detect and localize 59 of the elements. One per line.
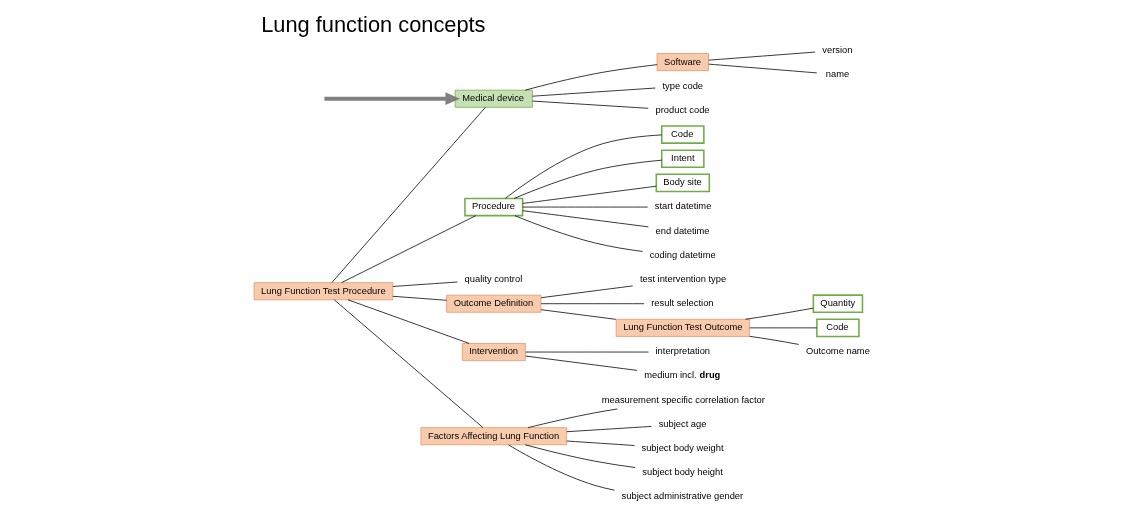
arrow <box>323 92 460 106</box>
node-text: result selection <box>650 298 714 309</box>
node-box: Software <box>656 53 709 72</box>
node-box: Outcome Definition <box>445 294 541 313</box>
connector <box>540 309 616 320</box>
node-box: Code <box>660 125 705 144</box>
node-box: Factors Affecting Lung Function <box>420 427 567 446</box>
connector <box>565 440 635 446</box>
connector <box>707 51 815 61</box>
connector <box>531 87 656 97</box>
node-text: interpretation <box>655 346 710 357</box>
connector <box>521 210 649 228</box>
connector <box>707 63 817 74</box>
node-box: Intervention <box>461 343 526 361</box>
node-text: subject body weight <box>640 443 724 454</box>
node-text: version <box>821 44 852 55</box>
node-text: test intervention type <box>639 273 726 284</box>
connector <box>392 295 447 301</box>
connector <box>527 408 618 428</box>
connector <box>748 335 799 345</box>
connector <box>504 134 662 199</box>
connector <box>392 281 458 287</box>
connector <box>565 426 652 433</box>
node-box: Lung Function Test Outcome <box>615 318 750 337</box>
connector <box>524 64 657 91</box>
node-text: coding datetime <box>649 249 716 260</box>
connector <box>513 159 662 199</box>
connector <box>331 106 486 283</box>
node-text: medium incl. drug <box>643 369 720 380</box>
connector <box>340 215 476 283</box>
connector <box>507 444 615 491</box>
connector <box>333 299 483 428</box>
node-box: Procedure <box>463 197 523 217</box>
connector <box>514 215 643 252</box>
node-box: Quantity <box>812 294 863 314</box>
node-box: Code <box>815 318 860 338</box>
connector <box>524 355 637 371</box>
node-text: type code <box>662 80 703 91</box>
connector <box>531 100 649 109</box>
node-text: name <box>825 68 849 79</box>
diagram-title: Lung function concepts <box>260 12 486 37</box>
node-box: Medical device <box>454 89 533 108</box>
node-text: subject age <box>658 418 706 429</box>
node-text: quality control <box>464 273 522 284</box>
node-text: measurement specific correlation factor <box>601 394 765 405</box>
node-box: Intent <box>660 149 705 169</box>
node-box: Body site <box>655 173 710 193</box>
connector <box>347 299 469 344</box>
node-text: end datetime <box>655 225 710 236</box>
node-box: Lung Function Test Procedure <box>253 282 393 301</box>
connector <box>524 444 636 468</box>
node-text: subject administrative gender <box>621 491 743 502</box>
connector <box>540 285 633 299</box>
connector <box>744 307 814 320</box>
node-text: subject body height <box>641 467 723 478</box>
node-text: start datetime <box>654 201 711 212</box>
node-text: Outcome name <box>805 346 870 357</box>
node-text: product code <box>655 104 710 115</box>
connector <box>521 185 657 204</box>
